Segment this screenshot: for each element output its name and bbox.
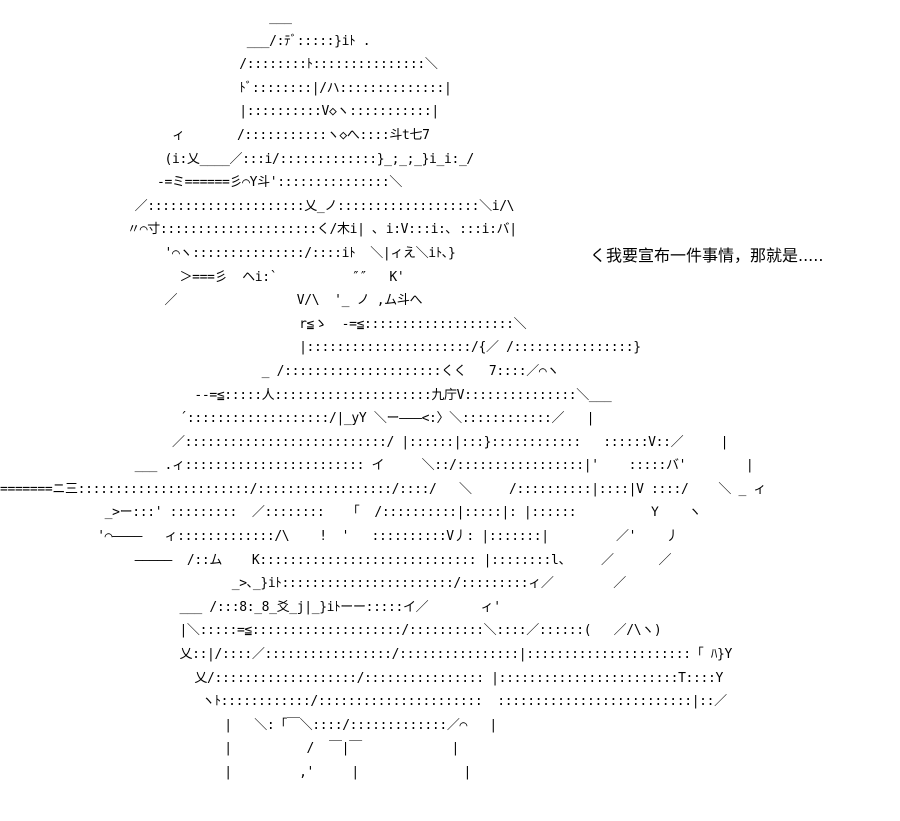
ascii-art-line: | ,' | |: [0, 765, 472, 780]
ascii-art-figure: ___ ___/:ﾃﾞ:::::}iﾄ . /::::::::ﾄ::::::::…: [0, 6, 766, 785]
ascii-art-line: ／:::::::::::::::::::::乂_ノ:::::::::::::::…: [0, 198, 515, 214]
ascii-art-line: ヽﾄ::::::::::::/:::::::::::::::::::::: ::…: [0, 694, 727, 710]
ascii-art-line: '⌒ヽ:::::::::::::::/::::iﾄ ＼|ィえ＼iﾄ､}: [0, 245, 456, 261]
ascii-art-line: ／ V/\ '_ ノ ,ム斗へ: [0, 293, 423, 309]
ascii-art-line: |＼:::::=≦::::::::::::::::::::/::::::::::…: [0, 623, 662, 639]
ascii-art-line: ___ /:::8:_8_爻_j|_}iﾄーー:::::イ／ ィ': [0, 599, 501, 615]
ascii-art-line: (i:乂____／:::i/:::::::::::::}_;_;_}i_i:_/: [0, 151, 474, 167]
ascii-art-line: --=≦:::::人:::::::::::::::::::::九庁V::::::…: [0, 387, 612, 403]
ascii-art-line: _>ー:::' ::::::::: ／:::::::: 「 /:::::::::…: [0, 505, 702, 521]
ascii-art-line: ／:::::::::::::::::::::::::::/ |::::::|::…: [0, 434, 729, 450]
ascii-art-line: | / ￣|￣ |: [0, 741, 459, 757]
ascii-art-line: ___: [0, 10, 292, 25]
ascii-art-line: |::::::::::::::::::::::/{／ /::::::::::::…: [0, 340, 641, 356]
ascii-art-line: r≦ゝ -=≦::::::::::::::::::::＼: [0, 316, 527, 332]
ascii-art-line: _ /:::::::::::::::::::::くく 7::::／⌒ヽ: [0, 363, 560, 379]
ascii-art-line: ィ /:::::::::::ヽ◇へ::::斗t七7: [0, 127, 430, 143]
speech-text: く我要宣布一件事情，那就是.....: [590, 246, 824, 265]
ascii-art-line: |::::::::::V◇ヽ:::::::::::|: [0, 104, 439, 120]
ascii-art-line: 〃⌒寸:::::::::::::::::::::く/木i| ､ i:V:::i:…: [0, 222, 517, 238]
ascii-art-line: 乂::|/::::／:::::::::::::::::/::::::::::::…: [0, 647, 732, 663]
ascii-art-line: ___/:ﾃﾞ:::::}iﾄ .: [0, 33, 371, 49]
ascii-art-line: /::::::::ﾄ:::::::::::::::＼: [0, 57, 438, 73]
ascii-art-line: 乂/:::::::::::::::::::/:::::::::::::::: |…: [0, 670, 723, 686]
ascii-art-line: _>､_}iﾄ:::::::::::::::::::::::/:::::::::…: [0, 576, 627, 592]
ascii-art-line: '⌒―――― ィ:::::::::::::/\ ! ' ::::::::::V丿…: [0, 529, 679, 545]
ascii-art-line: | ＼:「￣＼::::/:::::::::::::／⌒ |: [0, 717, 497, 733]
ascii-art-line: ´:::::::::::::::::::/|_yY ＼ー―――<:〉＼:::::…: [0, 411, 595, 427]
ascii-art-line: =======ニ三:::::::::::::::::::::::/:::::::…: [0, 481, 767, 497]
ascii-art-line: -=ミ======彡⌒Y斗':::::::::::::::＼: [0, 175, 403, 191]
ascii-art-line: ﾄﾞ::::::::|/ハ::::::::::::::|: [0, 80, 452, 96]
ascii-art-line: ＞===彡 ヘi:` ″″ K': [0, 269, 405, 285]
ascii-art-line: ――――― /::ム K::::::::::::::::::::::::::::…: [0, 552, 672, 568]
ascii-art-line: ___ .ィ:::::::::::::::::::::::: イ ＼::/:::…: [0, 458, 754, 474]
